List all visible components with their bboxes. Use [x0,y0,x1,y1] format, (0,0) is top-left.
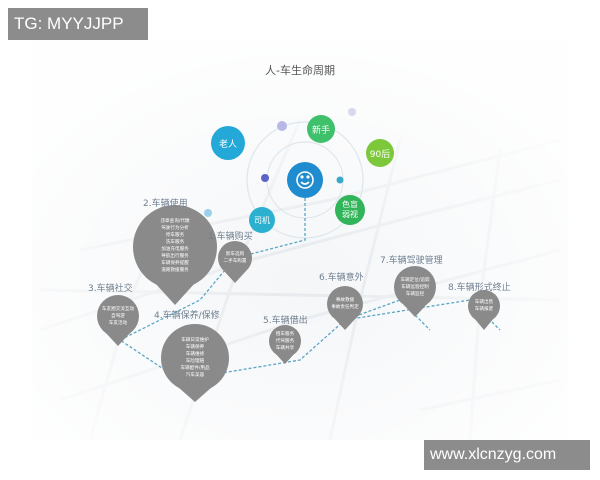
stage-title-exit: 5.车辆借出 [263,316,308,326]
lifecycle-path [118,198,501,381]
stage-item: 道路救援服务 [161,268,189,273]
stage-item: 代驾服务 [275,339,295,344]
stage-items-usage: 违章查询/代缴 驾驶行为分析 停车服务 洗车服务 加油充电服务 导航出行服务 车… [140,218,210,274]
pin-usage [133,205,217,305]
stage-items-scrap: 车辆出售 车辆报废 [470,299,498,313]
stage-item: 事故责任判定 [331,305,359,310]
stage-item: 二手车购置 [223,259,247,264]
stage-item: 洗车服务 [165,240,185,245]
orbit-dot [336,176,344,184]
bubble-hand [249,207,275,233]
stage-items-driving: 车辆定位/追踪 车辆远程控制 车辆监控 [398,277,432,298]
stage-items-social: 车友圈交流互动 自驾游 车友活动 [98,306,138,327]
stage-item: 加油充电服务 [161,247,189,252]
stage-item: 车辆报废 [474,307,494,312]
stage-item: 违章查询/代缴 [160,219,190,224]
stage-item: 车辆保养提醒 [161,261,189,266]
bubble-newbie [307,115,335,143]
stage-item: 车友活动 [108,321,128,326]
orbit-dot [261,174,269,182]
stage-item: 车辆远程控制 [401,285,429,290]
stage-item: 驾驶行为分析 [161,226,189,231]
bubble-label-elder: 老人 [218,140,237,150]
orbit-dot [204,209,212,217]
stage-item: 车辆定位/追踪 [400,278,430,283]
stage-title-social: 3.车辆社交 [88,284,133,294]
stage-item: 导航出行服务 [161,254,189,259]
watermark-bottom-right: www.xlcnzyg.com [424,440,590,470]
pin-scrap [468,290,500,330]
pin-purchase [218,241,252,283]
stage-item: 车险理赔 [185,359,205,364]
stage-items-maint: 车辆日常维护 车辆保养 车辆维修 车险理赔 车辆配件/用品 汽车美容 [168,337,222,379]
pin-accident [327,286,363,330]
stage-title-maint: 4.车辆保养/保修 [154,311,220,321]
stage-items-accident: 事故救援 事故责任判定 [329,297,361,311]
pin-exit [269,325,301,364]
stage-item: 车辆日常维护 [181,338,209,343]
smile-face-icon [296,171,314,189]
watermark-top-left: TG: MYYJJPP [8,8,148,40]
stage-item: 自驾游 [111,314,125,319]
bubble-label-newbie: 新手 [311,126,330,136]
bubble-post90 [366,139,394,167]
bubble-elder [211,126,245,160]
stage-item: 车友圈交流互动 [101,307,135,312]
stage-title-accident: 6.车辆意外 [319,273,364,283]
pin-maint [161,324,229,402]
stage-title-driving: 7.车辆驾驶管理 [380,256,443,266]
stage-item: 车辆出售 [474,300,494,305]
stage-item: 停车服务 [165,233,185,238]
stage-item: 车辆维修 [185,352,205,357]
stage-item: 车辆共享 [275,346,295,351]
stage-items-purchase: 新车选购 二手车购置 [220,251,250,265]
stage-item: 车辆保养 [185,345,205,350]
orbit-dot [348,108,356,116]
center-bubble [287,162,323,198]
stage-item: 新车选购 [225,252,245,257]
stage-item: 事故救援 [335,298,355,303]
bubble-female [335,195,365,225]
stage-item: 汽车美容 [185,373,205,378]
pin-driving [394,266,436,317]
orbit-dot [277,121,287,131]
bubble-label-post90: 90后 [369,150,391,160]
stage-title-purchase: 1.车辆购买 [208,232,253,242]
stage-title-scrap: 8.车辆形式终止 [448,283,511,293]
stage-title-usage: 2.车辆使用 [143,199,188,209]
stage-item: 车辆监控 [405,292,425,297]
pin-social [97,295,139,346]
diagram-title: 人-车生命周期 [265,64,335,77]
bubble-label-hand: 司机 [254,216,270,225]
lifecycle-path-branch [344,299,431,331]
stage-item: 车辆配件/用品 [180,366,210,371]
stage-items-exit: 租车服务 代驾服务 车辆共享 [271,331,299,352]
stage-item: 租车服务 [275,332,295,337]
bubble-label-female: 色盲 弱视 [342,200,358,219]
